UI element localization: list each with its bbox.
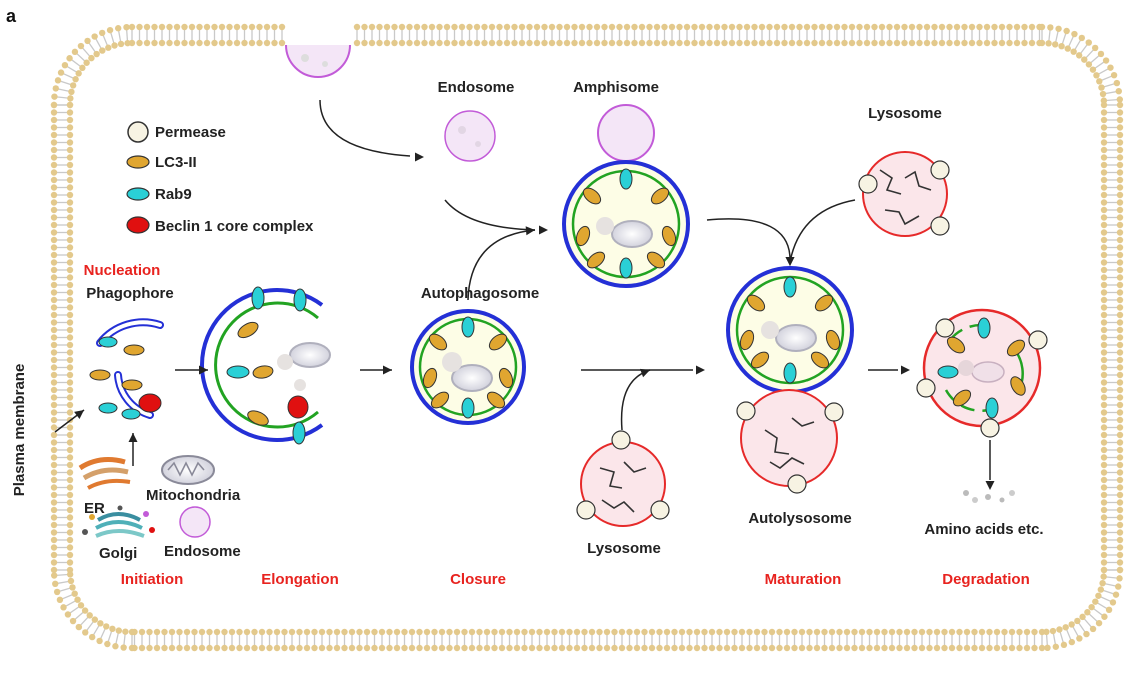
rab9-marker	[121, 408, 141, 420]
legend: Permease LC3-II Rab9 Beclin 1 core compl…	[126, 121, 314, 235]
golgi-label: Golgi	[99, 545, 137, 562]
legend-rab9-label: Rab9	[155, 186, 192, 203]
autophagosome	[410, 309, 526, 425]
mitochondria-organelle	[161, 455, 215, 485]
phagophore-initial	[89, 318, 164, 420]
er-organelle	[78, 457, 131, 490]
amphisome	[562, 104, 690, 288]
amino-acid-particles	[963, 490, 1015, 503]
beclin-marker	[138, 393, 162, 413]
stage-closure-label: Closure	[450, 571, 506, 588]
autolysosome-fusing	[726, 266, 854, 494]
panel-label: a	[6, 6, 17, 26]
phagophore-label: Phagophore	[86, 285, 174, 302]
lc3-marker	[123, 344, 145, 356]
rab9-icon	[126, 187, 150, 201]
legend-permease-label: Permease	[155, 124, 226, 141]
autophagosome-label: Autophagosome	[421, 285, 539, 302]
beclin-icon	[126, 216, 150, 234]
permease-icon	[127, 121, 149, 143]
legend-lc3-label: LC3-II	[155, 154, 197, 171]
nucleation-label: Nucleation	[84, 262, 161, 279]
rab9-marker	[98, 402, 118, 414]
amino-acids-label: Amino acids etc.	[924, 521, 1043, 538]
endosome-budding	[285, 44, 351, 78]
mitochondria-label: Mitochondria	[146, 487, 241, 504]
degrading-autolysosome	[916, 308, 1048, 438]
er-label: ER	[84, 500, 105, 517]
legend-beclin-label: Beclin 1 core complex	[155, 218, 314, 235]
endosome-top	[444, 110, 496, 162]
endosome-source	[179, 506, 211, 538]
plasma-membrane-bilayer	[50, 23, 1124, 652]
lc3-marker	[121, 379, 143, 391]
amphisome-label: Amphisome	[573, 79, 659, 96]
lysosome-top-label: Lysosome	[868, 105, 942, 122]
lysosome-top	[858, 151, 950, 237]
lysosome-bottom	[576, 430, 670, 527]
lc3-ii-icon	[126, 155, 150, 169]
autolysosome-label: Autolysosome	[748, 510, 851, 527]
lysosome-bottom-label: Lysosome	[587, 540, 661, 557]
golgi-organelle	[82, 505, 155, 538]
stage-maturation-label: Maturation	[765, 571, 842, 588]
endosome-top-label: Endosome	[438, 79, 515, 96]
arrows	[54, 99, 995, 490]
lc3-marker	[89, 369, 111, 381]
stage-labels: Initiation Elongation Closure Maturation…	[121, 571, 1030, 588]
endosome-source-label: Endosome	[164, 543, 241, 560]
phagophore-elongating	[200, 286, 331, 445]
stage-degradation-label: Degradation	[942, 571, 1030, 588]
rab9-marker	[98, 336, 118, 348]
plasma-membrane-label: Plasma membrane	[11, 364, 28, 497]
stage-initiation-label: Initiation	[121, 571, 184, 588]
stage-elongation-label: Elongation	[261, 571, 339, 588]
